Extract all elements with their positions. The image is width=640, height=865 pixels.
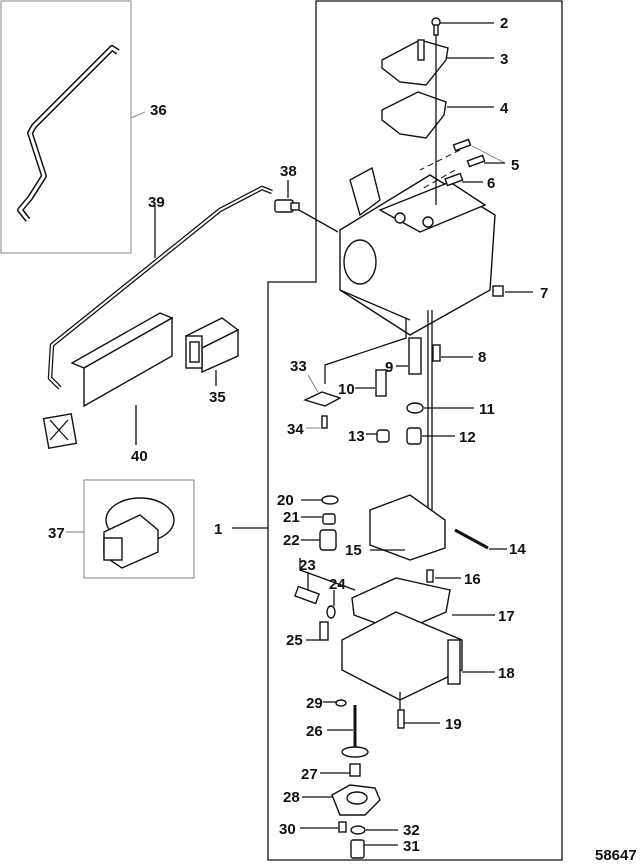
callout-9: 9: [385, 359, 393, 376]
leader-lines: [66, 22, 533, 846]
plug-22: [319, 529, 337, 551]
callout-2: 2: [500, 15, 508, 32]
callout-12: 12: [459, 429, 476, 446]
fitting-38: [274, 199, 339, 233]
callout-17: 17: [498, 608, 515, 625]
callout-36: 36: [150, 102, 167, 119]
hose-36: [17, 45, 120, 222]
callout-34: 34: [287, 421, 304, 438]
callout-1: 1: [214, 521, 222, 538]
callout-20: 20: [277, 492, 294, 509]
figure-id: 58647: [595, 847, 637, 864]
gasket-4: [381, 91, 447, 139]
needle-valve-8: [432, 344, 441, 362]
callout-4: 4: [500, 100, 509, 117]
callout-28: 28: [283, 789, 300, 806]
bracket-33: [303, 391, 342, 407]
callout-19: 19: [445, 716, 462, 733]
screw-2: [431, 17, 441, 36]
callout-23: 23: [299, 557, 316, 574]
knob-37: [103, 497, 175, 569]
callout-27: 27: [301, 766, 318, 783]
callout-35: 35: [209, 389, 226, 406]
callout-13: 13: [348, 428, 365, 445]
inset-box-knob: [83, 479, 195, 579]
float-bowl-18: [341, 611, 463, 701]
adapter-35: [184, 317, 240, 374]
o-ring-24: [326, 605, 336, 619]
screw-19: [397, 709, 405, 729]
callout-24: 24: [329, 576, 346, 593]
callout-40: 40: [131, 448, 148, 465]
assembly-frame: [267, 0, 563, 861]
callout-37: 37: [48, 525, 65, 542]
float-bowl-gasket-17: [351, 577, 451, 633]
callout-32: 32: [403, 822, 420, 839]
callout-38: 38: [280, 163, 297, 180]
washer-32: [350, 825, 366, 835]
screws-5: [452, 138, 486, 168]
choke-rod-40: [42, 312, 174, 450]
callout-25: 25: [286, 632, 303, 649]
float-15: [369, 494, 446, 561]
callout-39: 39: [148, 194, 165, 211]
callout-3: 3: [500, 51, 508, 68]
plug-31: [350, 839, 365, 859]
callout-31: 31: [403, 838, 420, 855]
screw-16: [426, 569, 434, 583]
spring-6: [444, 172, 464, 187]
main-jet-holder-12: [406, 427, 422, 445]
callout-11: 11: [479, 401, 495, 418]
pilot-jet-10: [375, 369, 387, 397]
cap-21: [322, 513, 336, 525]
clip-20: [321, 495, 339, 505]
carburetor-body: [339, 166, 496, 336]
spring-27: [349, 763, 361, 777]
main-jet-13: [376, 429, 390, 443]
callout-16: 16: [464, 571, 481, 588]
drain-screw-23: [294, 585, 320, 605]
washer-29: [335, 699, 347, 707]
dowel-25: [319, 621, 329, 641]
callout-6: 6: [487, 175, 495, 192]
main-nozzle-9: [408, 337, 422, 375]
cap-7: [492, 285, 504, 297]
callout-33: 33: [290, 358, 307, 375]
callout-29: 29: [306, 695, 323, 712]
callout-10: 10: [338, 381, 355, 398]
cover-plate-3: [381, 39, 449, 86]
callout-15: 15: [345, 542, 362, 559]
screw-34: [321, 415, 328, 429]
callout-26: 26: [306, 723, 323, 740]
inset-box-hose: [0, 0, 132, 254]
float-pin-14: [454, 528, 489, 550]
callout-18: 18: [498, 665, 515, 682]
callout-7: 7: [540, 285, 548, 302]
o-ring-11: [406, 402, 424, 414]
callout-30: 30: [279, 821, 296, 838]
callout-22: 22: [283, 532, 300, 549]
callout-21: 21: [283, 509, 300, 526]
callout-5: 5: [511, 157, 519, 174]
callout-14: 14: [509, 541, 526, 558]
callout-8: 8: [478, 349, 486, 366]
screw-30: [338, 821, 347, 833]
